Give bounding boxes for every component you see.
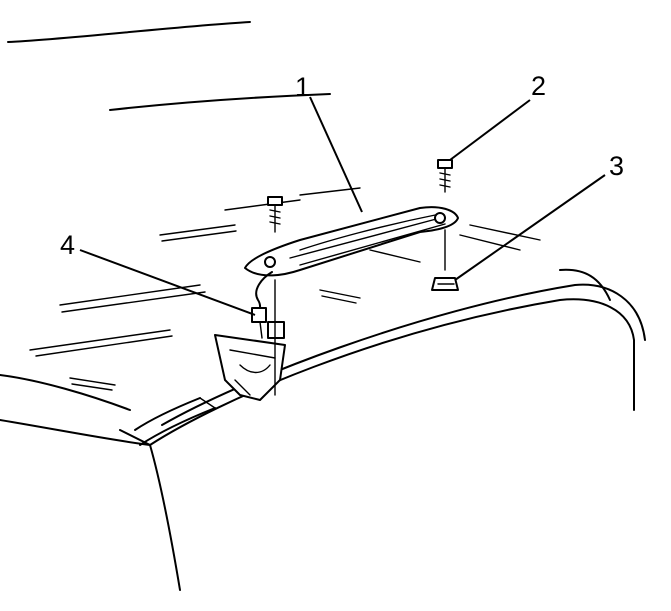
screw-right — [437, 159, 453, 271]
screw-left — [267, 196, 283, 233]
roof-ribs — [29, 187, 541, 391]
roof-panel — [0, 21, 646, 591]
stop-lamp-assembly — [244, 206, 459, 277]
callout-3: 3 — [609, 151, 625, 181]
callout-2: 2 — [531, 71, 547, 101]
clip-nut — [431, 277, 459, 291]
mounting-bracket — [214, 321, 286, 401]
callout-4: 4 — [60, 230, 76, 260]
callout-1: 1 — [295, 72, 311, 102]
rain-gutter — [134, 397, 216, 446]
callout-leaders — [79, 96, 606, 316]
wire-harness-connector — [251, 271, 276, 396]
